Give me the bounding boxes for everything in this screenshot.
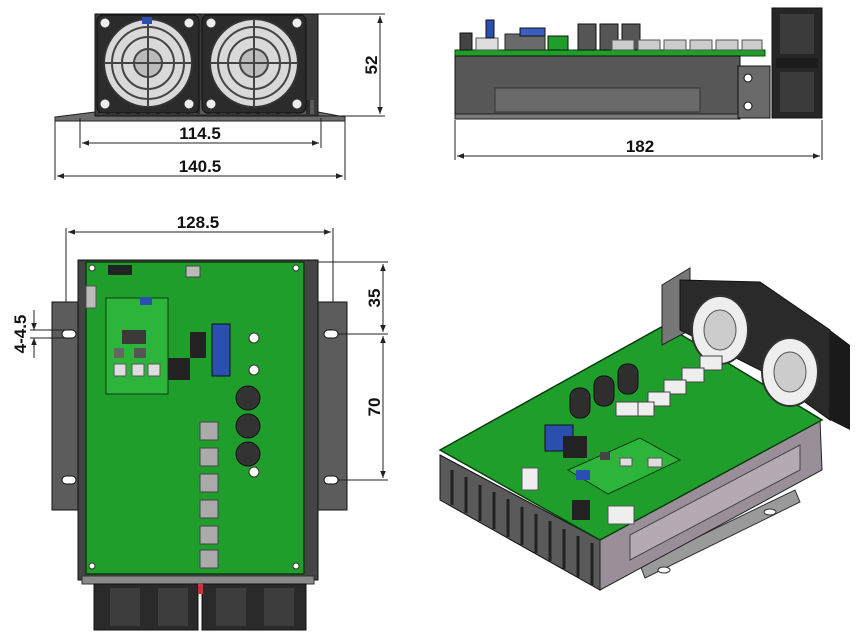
dim-slot-pitch: 70 xyxy=(365,398,384,417)
side-view: 182 xyxy=(454,7,823,160)
dim-fan-span: 114.5 xyxy=(179,124,221,143)
top-view: 128.5 35 70 4-4.5 xyxy=(11,213,388,631)
dim-board-width: 128.5 xyxy=(177,213,220,232)
iso-fans xyxy=(679,279,850,430)
fan-left xyxy=(96,14,200,114)
dim-height: 52 xyxy=(362,56,381,75)
daughter-board xyxy=(105,297,169,395)
front-connector xyxy=(142,17,152,24)
fan-right xyxy=(201,14,307,114)
side-pcb xyxy=(454,49,766,57)
blue-relay xyxy=(211,323,231,377)
iso-components xyxy=(521,355,723,525)
dim-base-width: 140.5 xyxy=(179,157,222,176)
dim-length: 182 xyxy=(626,137,654,156)
front-view: 52 114.5 140.5 xyxy=(54,13,385,180)
isometric-view xyxy=(438,267,850,591)
side-bracket xyxy=(737,65,771,119)
iso-base-flange xyxy=(639,489,801,579)
dim-slot-size: 4-4.5 xyxy=(11,315,30,354)
dim-slot-offset: 35 xyxy=(365,289,384,308)
